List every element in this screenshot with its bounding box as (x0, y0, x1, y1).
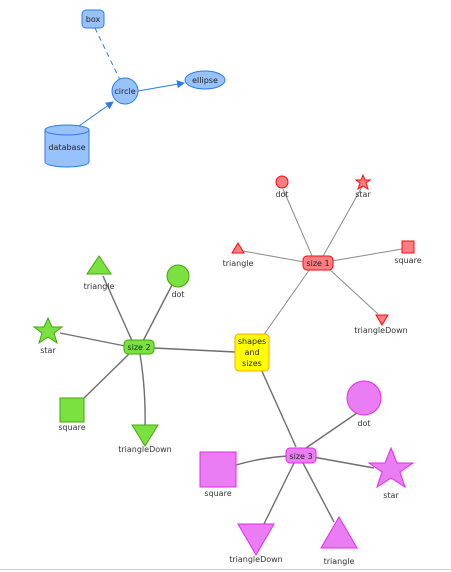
edge-size3-triangledown[interactable] (261, 462, 295, 529)
edge-hub-size3[interactable] (260, 368, 297, 448)
size3-triangle-node[interactable]: triangle (320, 516, 358, 566)
size1-star-node[interactable]: star (354, 173, 372, 199)
svg-text:triangle: triangle (223, 259, 254, 268)
size1-triangle-node[interactable]: triangle (223, 242, 254, 268)
svg-text:triangleDown: triangleDown (229, 555, 283, 564)
svg-text:circle: circle (114, 87, 135, 96)
edge-size2-triangledown[interactable] (139, 353, 146, 431)
svg-text:database: database (48, 143, 85, 152)
size2-square-node[interactable]: square (58, 397, 86, 432)
svg-text:ellipse: ellipse (192, 76, 218, 85)
svg-text:square: square (58, 423, 85, 432)
size1-square-node[interactable]: square (394, 240, 422, 265)
edge-size3-square[interactable] (235, 455, 288, 466)
svg-text:size 1: size 1 (306, 259, 329, 268)
shapes-and-sizes-node[interactable]: shapes and sizes (234, 333, 270, 372)
size2-star-node[interactable]: star (32, 316, 64, 355)
svg-text:square: square (204, 489, 231, 498)
svg-text:sizes: sizes (242, 359, 262, 368)
ellipse-node[interactable]: ellipse (184, 70, 226, 90)
size1-dot-node[interactable]: dot (275, 175, 289, 199)
size3-triangledown-node[interactable]: triangleDown (229, 523, 283, 564)
svg-text:triangleDown: triangleDown (354, 326, 408, 335)
svg-text:dot: dot (275, 190, 288, 199)
box-node[interactable]: box (81, 9, 105, 29)
size1-triangledown-node[interactable]: triangleDown (354, 314, 408, 335)
svg-text:star: star (40, 346, 56, 355)
svg-text:star: star (383, 491, 399, 500)
edge-box-circle[interactable] (94, 27, 121, 81)
edge-size1-triangle[interactable] (242, 250, 305, 263)
size3-dot-node[interactable]: dot (346, 380, 382, 428)
svg-text:triangle: triangle (84, 282, 115, 291)
edge-hub-size1[interactable] (257, 265, 313, 344)
svg-text:dot: dot (357, 419, 370, 428)
edge-size2-star[interactable] (59, 332, 126, 347)
svg-text:size 2: size 2 (127, 343, 150, 352)
size2-dot-node[interactable]: dot (166, 264, 190, 299)
size2-triangledown-node[interactable]: triangleDown (118, 424, 172, 454)
svg-text:dot: dot (171, 290, 184, 299)
bottom-divider (0, 569, 451, 570)
edge-size1-star[interactable] (321, 186, 363, 259)
edge-size1-dot[interactable] (282, 188, 314, 259)
edge-database-circle[interactable] (75, 101, 114, 129)
edge-size2-triangle[interactable] (102, 275, 134, 344)
svg-text:shapes: shapes (238, 337, 266, 346)
edge-size3-dot[interactable] (305, 412, 358, 449)
edge-size3-star[interactable] (312, 456, 375, 469)
size3-square-node[interactable]: square (199, 451, 237, 498)
edge-size2-dot[interactable] (142, 284, 173, 342)
svg-text:star: star (355, 190, 371, 199)
svg-text:size 3: size 3 (289, 452, 312, 461)
size2-triangle-node[interactable]: triangle (84, 255, 115, 291)
edge-size3-triangle[interactable] (302, 462, 335, 523)
edge-circle-ellipse[interactable] (137, 80, 185, 92)
svg-text:box: box (86, 15, 101, 24)
size1-node[interactable]: size 1 (302, 255, 334, 271)
svg-text:triangleDown: triangleDown (118, 445, 172, 454)
size3-star-node[interactable]: star (367, 446, 415, 500)
size2-node[interactable]: size 2 (123, 339, 155, 355)
size3-node[interactable]: size 3 (285, 447, 317, 464)
edge-size2-square[interactable] (79, 352, 131, 403)
edge-size1-square[interactable] (331, 248, 403, 262)
edge-size1-triangledown[interactable] (327, 267, 379, 315)
database-node[interactable]: database (44, 124, 90, 168)
edge-hub-size2[interactable] (153, 347, 236, 353)
svg-text:and: and (244, 348, 259, 357)
svg-text:square: square (394, 256, 421, 265)
svg-text:triangle: triangle (324, 557, 355, 566)
circle-node[interactable]: circle (111, 77, 139, 105)
